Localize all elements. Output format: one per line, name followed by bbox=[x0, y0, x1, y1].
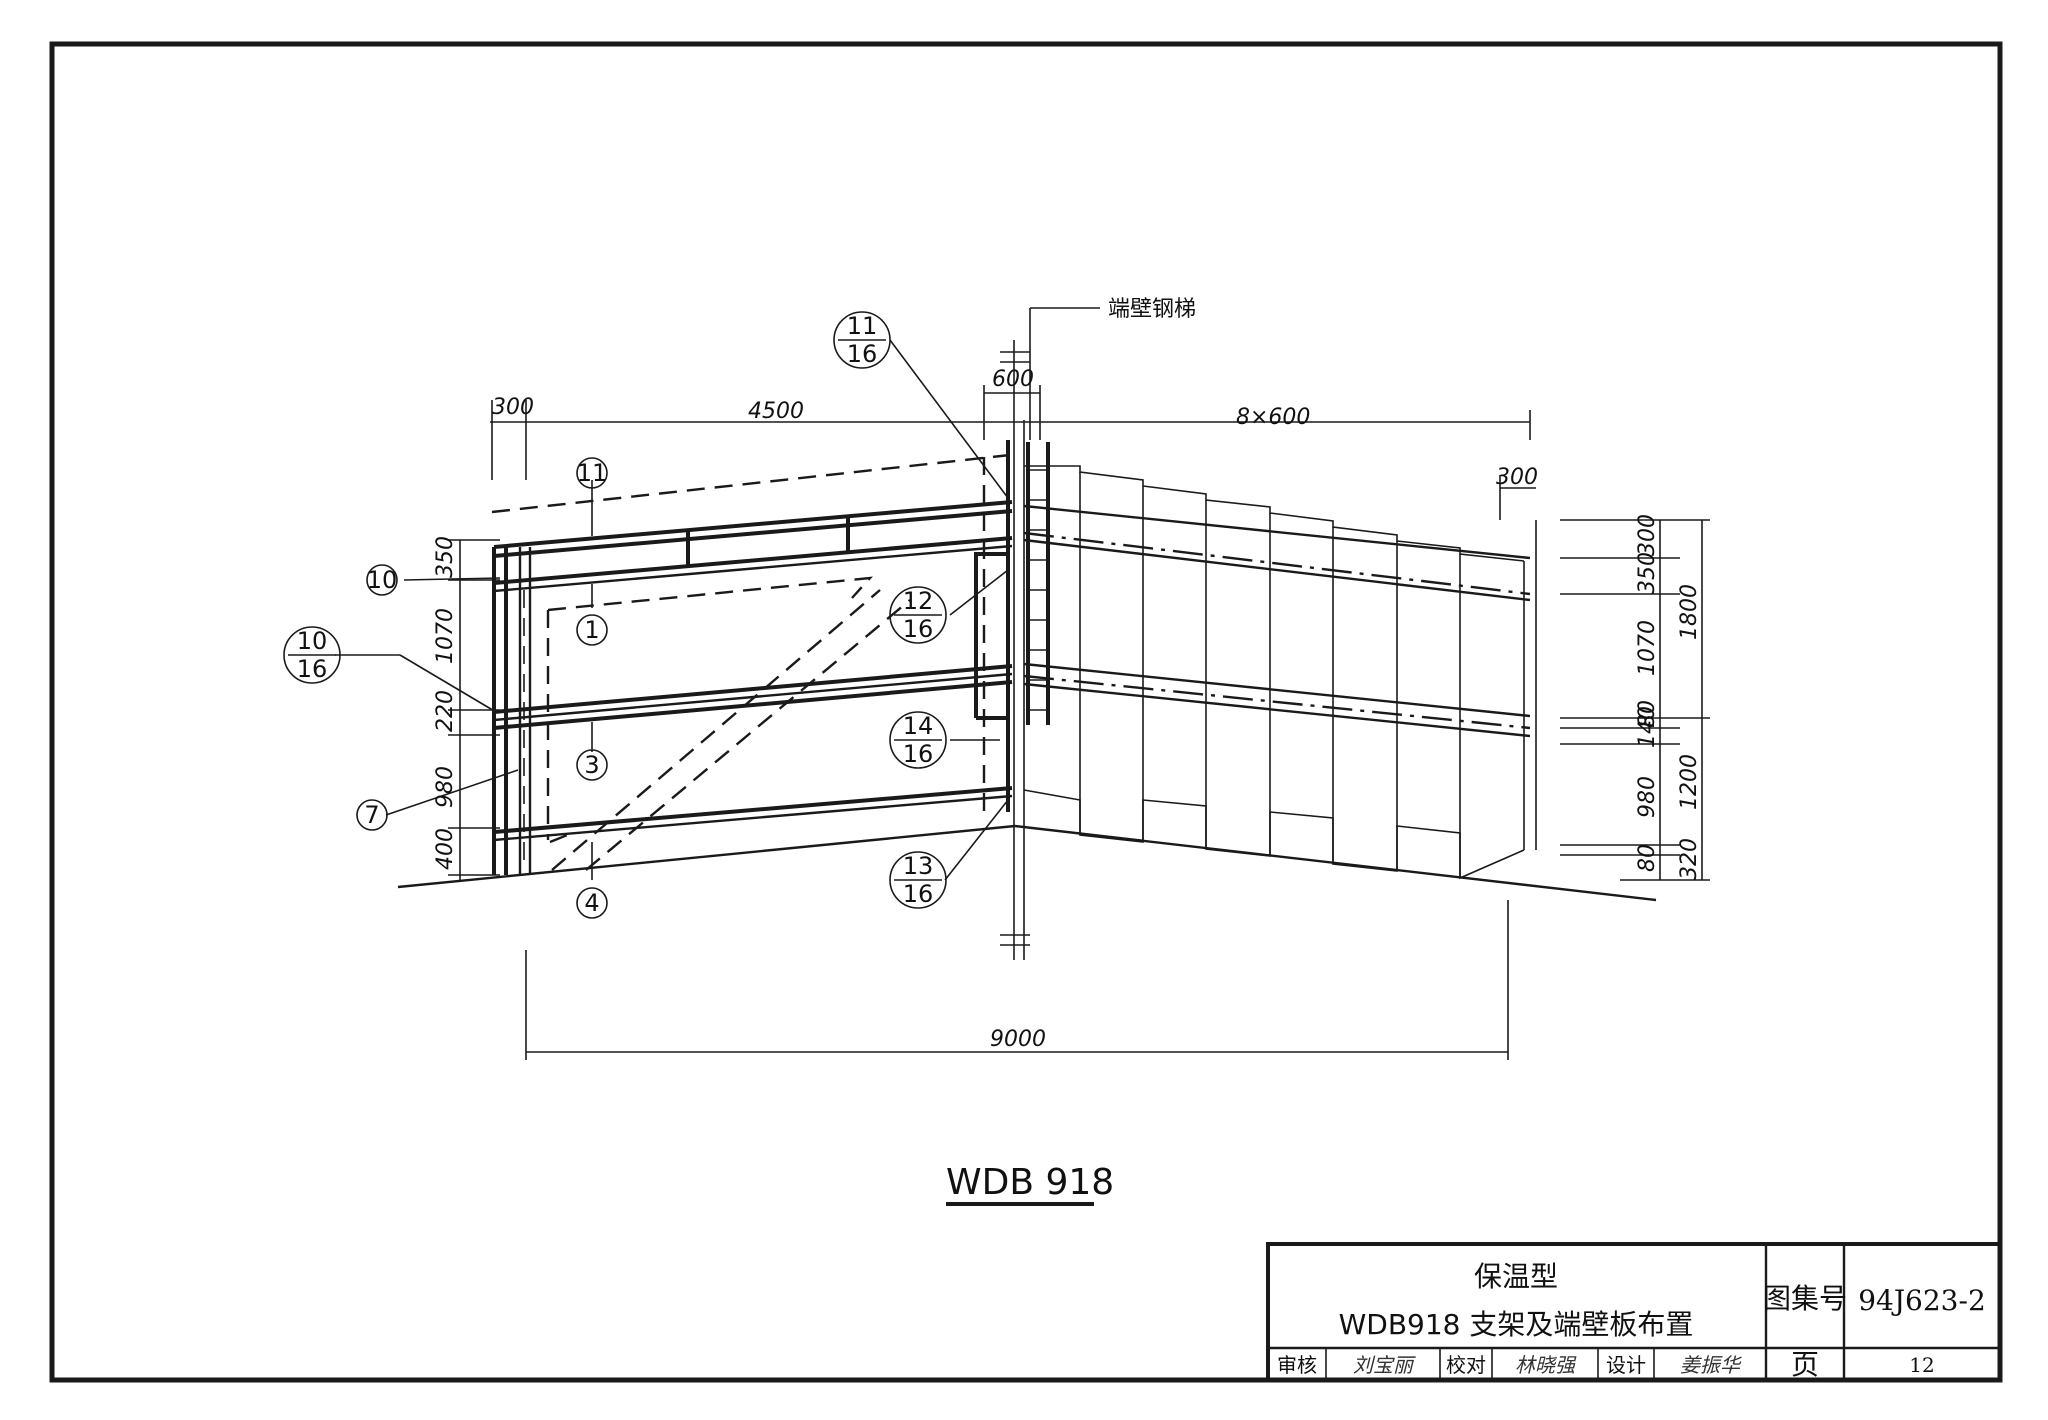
dim-top-4500: 4500 bbox=[748, 399, 804, 424]
ground-lines bbox=[397, 824, 1657, 902]
dim-left-stack: 350 1070 220 980 400 bbox=[433, 536, 458, 870]
dim-right-1800: 1800 bbox=[1677, 584, 1702, 640]
design-label: 设计 bbox=[1606, 1353, 1646, 1377]
check-label: 校对 bbox=[1446, 1353, 1486, 1377]
dim-right-320: 320 bbox=[1677, 838, 1702, 880]
atlas-label: 图集号 bbox=[1763, 1282, 1847, 1315]
dimension-lines bbox=[448, 385, 1710, 1060]
title-block bbox=[1266, 1242, 2002, 1382]
left-wall-frame bbox=[491, 340, 1050, 960]
end-wall-panels bbox=[1023, 465, 1537, 880]
page-number: 12 bbox=[1909, 1353, 1934, 1377]
dim-right-80a: 80 bbox=[1635, 700, 1660, 728]
callout-11-text: 11 bbox=[577, 459, 608, 487]
callout-1-text: 1 bbox=[584, 616, 599, 644]
callout-10-text: 10 bbox=[367, 566, 398, 594]
page-label: 页 bbox=[1791, 1348, 1819, 1381]
title-line1: 保温型 bbox=[1474, 1260, 1558, 1293]
detail-callout-14-16: 14 16 bbox=[889, 711, 947, 769]
dim-top-300: 300 bbox=[492, 395, 534, 420]
detail-11-16-top: 11 bbox=[847, 312, 878, 340]
dim-left-400: 400 bbox=[433, 828, 458, 870]
detail-callout-10-16: 10 16 bbox=[283, 626, 341, 684]
detail-12-16-bottom: 16 bbox=[903, 615, 934, 643]
dim-right-350: 350 bbox=[1635, 552, 1660, 594]
callout-4: 4 bbox=[576, 887, 608, 919]
callout-10: 10 bbox=[366, 564, 398, 596]
detail-13-16-top: 13 bbox=[903, 852, 934, 880]
detail-callout-11-16: 11 16 bbox=[833, 311, 891, 369]
detail-10-16-top: 10 bbox=[297, 627, 328, 655]
callout-1: 1 bbox=[576, 614, 608, 646]
title-line2: WDB918 支架及端壁板布置 bbox=[1339, 1308, 1694, 1341]
callout-3-text: 3 bbox=[584, 751, 599, 779]
callout-11: 11 bbox=[576, 457, 608, 489]
dim-right-1070: 1070 bbox=[1635, 620, 1660, 676]
check-signature: 林晓强 bbox=[1515, 1353, 1577, 1377]
design-signature: 姜振华 bbox=[1680, 1353, 1742, 1377]
drawing-title: WDB 918 bbox=[946, 1162, 1114, 1203]
dim-right-1200: 1200 bbox=[1677, 754, 1702, 810]
dim-right-300: 300 bbox=[1635, 514, 1660, 556]
detail-callout-13-16: 13 16 bbox=[889, 851, 947, 909]
dim-right-outer-stack: 1800 1200 320 bbox=[1677, 584, 1702, 880]
dim-right-980: 980 bbox=[1635, 776, 1660, 818]
dim-left-350: 350 bbox=[433, 536, 458, 578]
detail-11-16-bottom: 16 bbox=[847, 340, 878, 368]
detail-13-16-bottom: 16 bbox=[903, 880, 934, 908]
callout-7-text: 7 bbox=[364, 801, 379, 829]
detail-10-16-bottom: 16 bbox=[297, 655, 328, 683]
dim-right-inner-stack: 300 350 1070 80 140 980 80 bbox=[1635, 514, 1660, 872]
atlas-number: 94J623-2 bbox=[1858, 1284, 1986, 1317]
dim-top-600: 600 bbox=[992, 367, 1034, 392]
detail-12-16-top: 12 bbox=[903, 587, 934, 615]
callout-4-text: 4 bbox=[584, 889, 599, 917]
end-wall-ladder-label: 端壁钢梯 bbox=[1108, 297, 1196, 322]
dim-top-8x600: 8×600 bbox=[1236, 405, 1310, 430]
detail-14-16-top: 14 bbox=[903, 712, 934, 740]
dim-bottom-9000: 9000 bbox=[990, 1027, 1046, 1052]
leader-lines bbox=[335, 307, 1100, 881]
detail-14-16-bottom: 16 bbox=[903, 740, 934, 768]
callout-7: 7 bbox=[356, 799, 388, 831]
dim-left-1070: 1070 bbox=[433, 608, 458, 664]
review-signature: 刘宝丽 bbox=[1353, 1353, 1416, 1377]
detail-callout-12-16: 12 16 bbox=[889, 586, 947, 644]
dim-left-220: 220 bbox=[433, 690, 458, 732]
drawing-frame bbox=[49, 41, 2003, 1383]
dim-top-300-right: 300 bbox=[1496, 465, 1538, 490]
callout-3: 3 bbox=[576, 749, 608, 781]
dim-right-140: 140 bbox=[1635, 706, 1660, 748]
review-label: 审核 bbox=[1277, 1353, 1317, 1377]
dim-left-980: 980 bbox=[433, 766, 458, 808]
dim-right-80b: 80 bbox=[1635, 844, 1660, 872]
